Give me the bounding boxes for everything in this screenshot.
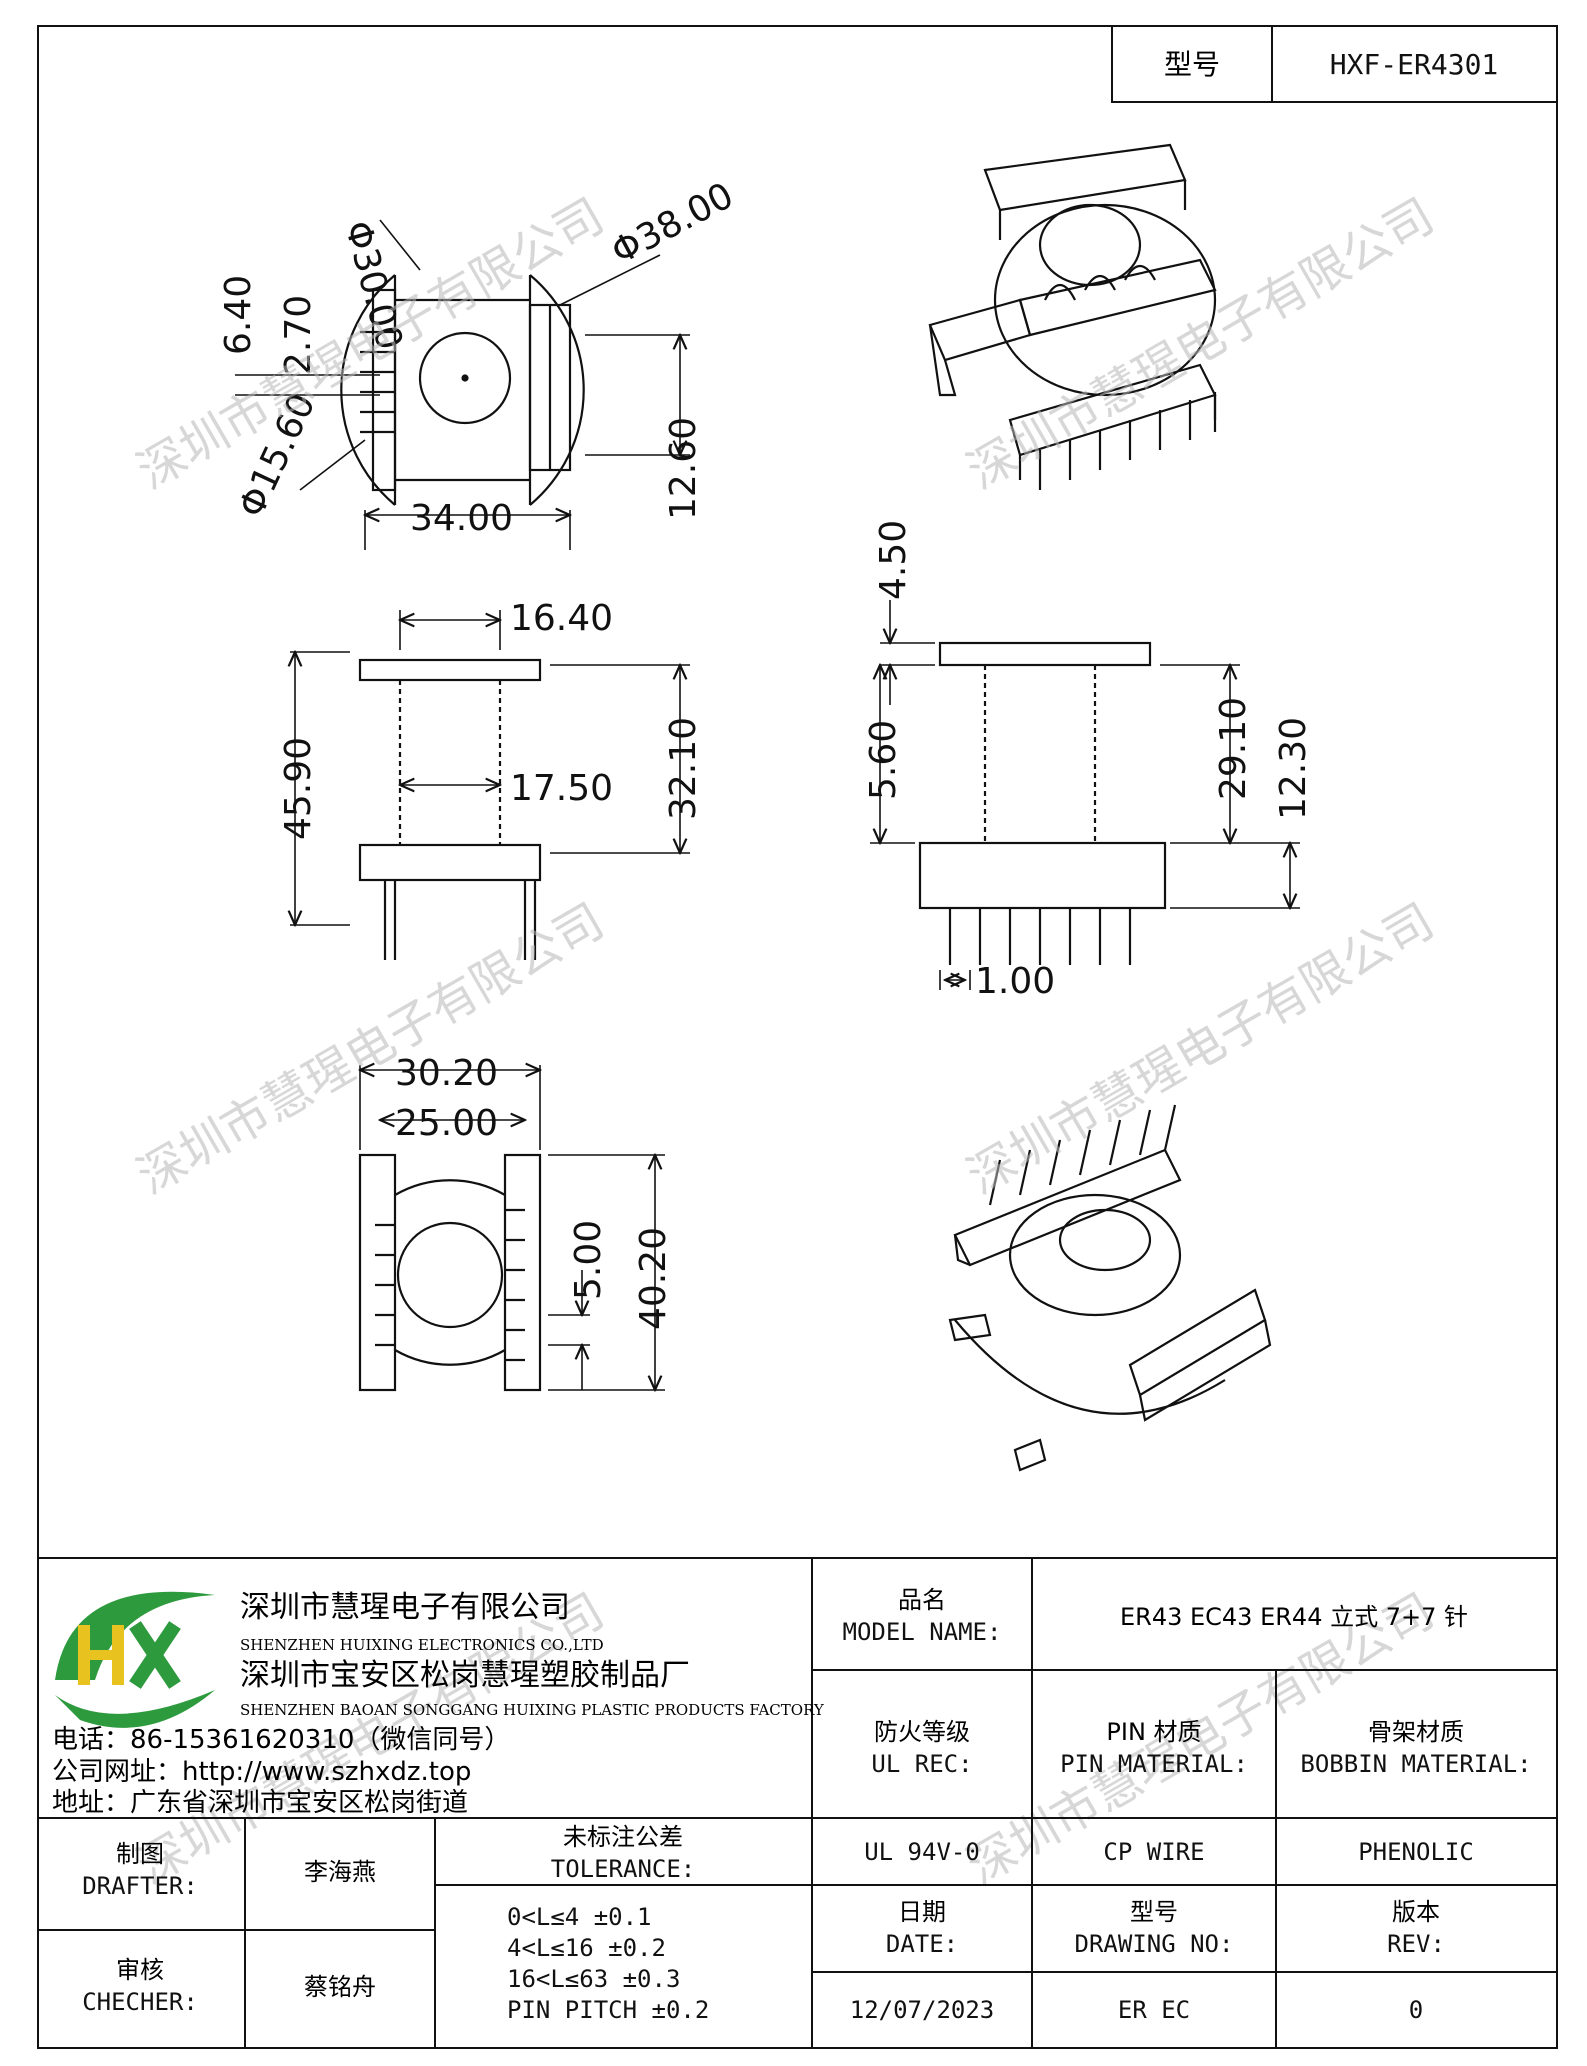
dim-i-value: 45.90 bbox=[278, 737, 319, 840]
dim-o-value: 1.00 bbox=[975, 961, 1055, 1002]
checker-cn: 审核 bbox=[116, 1956, 164, 1984]
ul-rec-en: UL REC: bbox=[871, 1750, 972, 1778]
model-header-label: 型号 bbox=[1164, 48, 1220, 81]
bottom-view-dim-text: 30.20 25.00 5.00 40.20 bbox=[395, 1053, 674, 1330]
iso-view-top bbox=[928, 143, 1217, 490]
date-en: DATE: bbox=[886, 1930, 958, 1958]
ul-value: UL 94V-0 bbox=[864, 1838, 980, 1866]
bobbin-material-cn: 骨架材质 bbox=[1368, 1718, 1464, 1746]
drawing-no-value: ER EC bbox=[1118, 1996, 1190, 2024]
company-info: 深圳市慧瑆电子有限公司 SHENZHEN HUIXING ELECTRONICS… bbox=[52, 1590, 825, 1818]
pin-value: CP WIRE bbox=[1103, 1838, 1204, 1866]
company-website: 公司网址：http://www.szhxdz.top bbox=[52, 1757, 471, 1787]
rev-en: REV: bbox=[1387, 1930, 1445, 1958]
drafter-en: DRAFTER: bbox=[82, 1872, 198, 1900]
front-view-dim-text: 16.40 17.50 45.90 32.10 bbox=[278, 598, 704, 840]
company-phone: 电话：86-15361620310（微信同号） bbox=[52, 1725, 510, 1755]
dim-h-value: 16.40 bbox=[510, 598, 613, 639]
drafter-name: 李海燕 bbox=[304, 1858, 376, 1886]
company-name-en: SHENZHEN HUIXING ELECTRONICS CO.,LTD bbox=[240, 1636, 604, 1654]
side-view-dims bbox=[870, 600, 1300, 990]
drafter-cn: 制图 bbox=[116, 1840, 164, 1868]
dim-k-value: 4.50 bbox=[873, 520, 914, 600]
factory-name-cn: 深圳市宝安区松岗慧瑆塑胶制品厂 bbox=[240, 1658, 690, 1693]
dim-r-value: 5.00 bbox=[568, 1220, 609, 1300]
model-name-value: ER43 EC43 ER44 立式 7+7 针 bbox=[1120, 1603, 1468, 1631]
model-name-cn: 品名 bbox=[898, 1586, 946, 1614]
rev-value: 0 bbox=[1409, 1996, 1423, 2024]
dim-p-value: 25.00 bbox=[395, 1103, 498, 1144]
logo-h-bar-icon bbox=[88, 1650, 114, 1660]
company-logo bbox=[55, 1591, 215, 1728]
tolerance-en: TOLERANCE: bbox=[551, 1855, 696, 1883]
bottom-view-dims bbox=[360, 1065, 665, 1390]
iso-view-bottom bbox=[948, 1104, 1272, 1472]
drawing-no-cn: 型号 bbox=[1130, 1898, 1178, 1926]
sheet-border bbox=[37, 25, 1558, 2049]
dim-l-value: 5.60 bbox=[863, 720, 904, 800]
drawing-no-en: DRAWING NO: bbox=[1075, 1930, 1234, 1958]
bottom-view bbox=[358, 1153, 542, 1392]
dim-j2-value: 17.50 bbox=[510, 768, 613, 809]
model-header: 型号 HXF-ER4301 bbox=[1111, 25, 1558, 103]
dim-q-value: 30.20 bbox=[395, 1053, 498, 1094]
dim-n-value: 12.30 bbox=[1273, 717, 1314, 820]
side-view-dim-text: 4.50 5.60 29.10 12.30 1.00 bbox=[863, 520, 1314, 1002]
dim-m-value: 29.10 bbox=[1213, 697, 1254, 800]
ul-rec-cn: 防火等级 bbox=[874, 1718, 970, 1746]
pin-material-cn: PIN 材质 bbox=[1106, 1718, 1201, 1746]
model-name-en: MODEL NAME: bbox=[843, 1618, 1002, 1646]
tolerance-line-4: PIN PITCH ±0.2 bbox=[507, 1996, 709, 2024]
logo-swoosh-bottom-icon bbox=[55, 1690, 215, 1728]
top-view bbox=[340, 274, 585, 506]
checker-en: CHECHER: bbox=[82, 1988, 198, 2016]
side-view bbox=[918, 641, 1167, 965]
bobbin-material-en: BOBBIN MATERIAL: bbox=[1300, 1750, 1531, 1778]
factory-name-en: SHENZHEN BAOAN SONGGANG HUIXING PLASTIC … bbox=[240, 1701, 825, 1719]
top-view-dims bbox=[235, 219, 690, 550]
tolerance-line-3: 16<L≤63 ±0.3 bbox=[507, 1965, 680, 1993]
watermark-4: 深圳市慧瑆电子有限公司 bbox=[958, 893, 1443, 1206]
tolerance-line-2: 4<L≤16 ±0.2 bbox=[507, 1934, 666, 1962]
front-view bbox=[358, 658, 542, 960]
dim-d-value: Φ38.00 bbox=[605, 175, 740, 273]
dim-j-value: 32.10 bbox=[663, 717, 704, 820]
dim-s-value: 40.20 bbox=[633, 1227, 674, 1330]
checker-name: 蔡铭舟 bbox=[304, 1973, 376, 2001]
rev-cn: 版本 bbox=[1392, 1898, 1440, 1926]
title-block-text: 品名 MODEL NAME: ER43 EC43 ER44 立式 7+7 针 防… bbox=[82, 1586, 1531, 2024]
company-name-cn: 深圳市慧瑆电子有限公司 bbox=[240, 1590, 570, 1625]
dim-c-value: 2.70 bbox=[278, 295, 319, 375]
bobbin-value: PHENOLIC bbox=[1358, 1838, 1474, 1866]
dim-b-value: 6.40 bbox=[218, 275, 259, 355]
logo-h-right-icon bbox=[112, 1625, 124, 1685]
date-value: 12/07/2023 bbox=[850, 1996, 995, 2024]
logo-x-icon bbox=[129, 1621, 181, 1689]
title-block bbox=[38, 1557, 1557, 2048]
date-cn: 日期 bbox=[898, 1898, 946, 1926]
company-address: 地址：广东省深圳市宝安区松岗街道 bbox=[52, 1788, 468, 1818]
dim-e-value: 12.60 bbox=[663, 417, 704, 520]
watermark-2: 深圳市慧瑆电子有限公司 bbox=[958, 188, 1443, 501]
pin-material-en: PIN MATERIAL: bbox=[1060, 1750, 1248, 1778]
model-header-value: HXF-ER4301 bbox=[1330, 48, 1499, 81]
dim-g-value: 34.00 bbox=[410, 498, 513, 539]
tolerance-cn: 未标注公差 bbox=[563, 1823, 683, 1851]
logo-h-left-icon bbox=[78, 1625, 90, 1685]
front-view-dims bbox=[290, 610, 690, 925]
tolerance-line-1: 0<L≤4 ±0.1 bbox=[507, 1903, 652, 1931]
